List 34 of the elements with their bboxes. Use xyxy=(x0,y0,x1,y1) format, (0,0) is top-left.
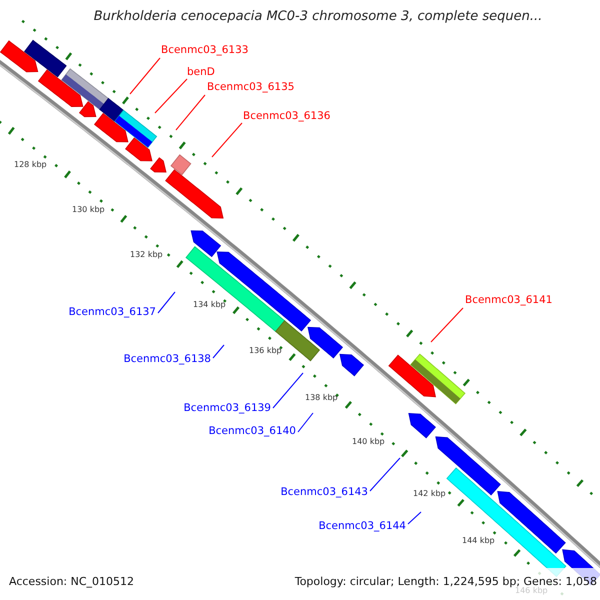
leader-line xyxy=(298,412,314,432)
leader-line xyxy=(130,58,160,94)
info-text: Topology: circular; Length: 1,224,595 bp; Genes: 1,058 xyxy=(294,576,597,588)
leader-line xyxy=(370,458,400,492)
leader-line xyxy=(430,308,464,342)
leader-line xyxy=(408,512,422,524)
leader-line xyxy=(272,372,304,408)
gene-label: Bcenmc03_6133 xyxy=(161,45,248,57)
leader-line xyxy=(154,78,188,114)
scale-label: 128 kbp xyxy=(14,161,47,170)
leader-line xyxy=(158,292,176,314)
scale-label: 144 kbp xyxy=(462,537,495,546)
scale-label: 142 kbp xyxy=(413,490,446,499)
gene-label: benD xyxy=(187,67,215,79)
scale-label: 136 kbp xyxy=(249,347,282,356)
gene-label: Bcenmc03_6140 xyxy=(208,426,296,438)
scale-label: 134 kbp xyxy=(193,301,226,310)
leader-line xyxy=(212,344,224,358)
gene-label: Bcenmc03_6144 xyxy=(318,521,406,533)
scale-label: 140 kbp xyxy=(352,438,385,447)
gene-label: Bcenmc03_6135 xyxy=(207,82,294,94)
scale-label: 132 kbp xyxy=(130,251,163,260)
leader-line xyxy=(212,122,242,158)
gene-label: Bcenmc03_6137 xyxy=(68,307,156,319)
gene-label: Bcenmc03_6143 xyxy=(280,487,368,499)
gene-label: Bcenmc03_6136 xyxy=(243,111,330,123)
gene-label: Bcenmc03_6141 xyxy=(465,295,552,307)
scale-label: 130 kbp xyxy=(72,206,105,215)
info-text: Accession: NC_010512 xyxy=(9,576,134,588)
gene-label: Bcenmc03_6138 xyxy=(124,354,211,366)
leader-line xyxy=(176,94,206,130)
map-title: Burkholderia cenocepacia MC0-3 chromosome 3, complete sequen... xyxy=(92,10,544,24)
scale-label: 138 kbp xyxy=(305,394,338,403)
gene-label: Bcenmc03_6139 xyxy=(184,403,271,415)
